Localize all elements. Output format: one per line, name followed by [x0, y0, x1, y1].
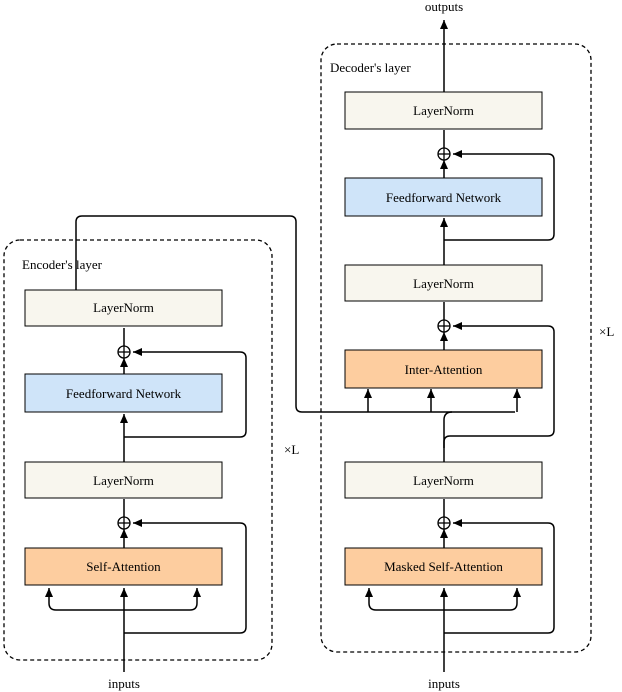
encoder-frame	[3, 239, 273, 661]
decoder-ffn-label: Feedforward Network	[386, 190, 502, 205]
encoder-layernorm-box-1: LayerNorm	[24, 461, 223, 499]
decoder-inter-attention-box: Inter-Attention	[344, 349, 543, 389]
encoder-ffn-box: Feedforward Network	[24, 373, 223, 413]
encoder-layernorm-box-2: LayerNorm	[24, 289, 223, 327]
decoder-wires	[365, 20, 555, 672]
encoder-add-node-1	[117, 516, 131, 530]
encoder-wires	[45, 328, 247, 672]
decoder-add-node-2	[437, 319, 451, 333]
decoder-layernorm-label-2: LayerNorm	[413, 276, 474, 291]
encoder-layernorm-label-2: LayerNorm	[93, 300, 154, 315]
decoder-inter-attention-label: Inter-Attention	[405, 362, 483, 377]
decoder-masked-self-attention-label: Masked Self-Attention	[384, 559, 503, 574]
decoder-layernorm-label-1: LayerNorm	[413, 473, 474, 488]
decoder-output-label: outputs	[425, 0, 463, 14]
decoder-frame	[320, 43, 592, 653]
decoder-layernorm-label-3: LayerNorm	[413, 103, 474, 118]
decoder-add-node-3	[437, 147, 451, 161]
decoder-title: Decoder's layer	[330, 60, 411, 75]
decoder-masked-self-attention-box: Masked Self-Attention	[344, 547, 543, 586]
encoder-output-wire	[75, 215, 515, 413]
encoder-layernorm-label-1: LayerNorm	[93, 473, 154, 488]
encoder-self-attention-label: Self-Attention	[86, 559, 161, 574]
encoder-input-label: inputs	[108, 676, 140, 691]
decoder-repeat-label: ×L	[599, 324, 614, 339]
decoder-input-label: inputs	[428, 676, 460, 691]
decoder-ffn-box: Feedforward Network	[344, 177, 543, 217]
decoder-add-node-1	[437, 516, 451, 530]
encoder-title: Encoder's layer	[22, 257, 103, 272]
encoder-ffn-label: Feedforward Network	[66, 386, 182, 401]
encoder-self-attention-box: Self-Attention	[24, 547, 223, 586]
decoder-layernorm-box-1: LayerNorm	[344, 461, 543, 499]
encoder-repeat-label: ×L	[284, 442, 299, 457]
decoder-layernorm-box-3: LayerNorm	[344, 91, 543, 130]
encoder-add-node-2	[117, 345, 131, 359]
decoder-layernorm-box-2: LayerNorm	[344, 264, 543, 302]
